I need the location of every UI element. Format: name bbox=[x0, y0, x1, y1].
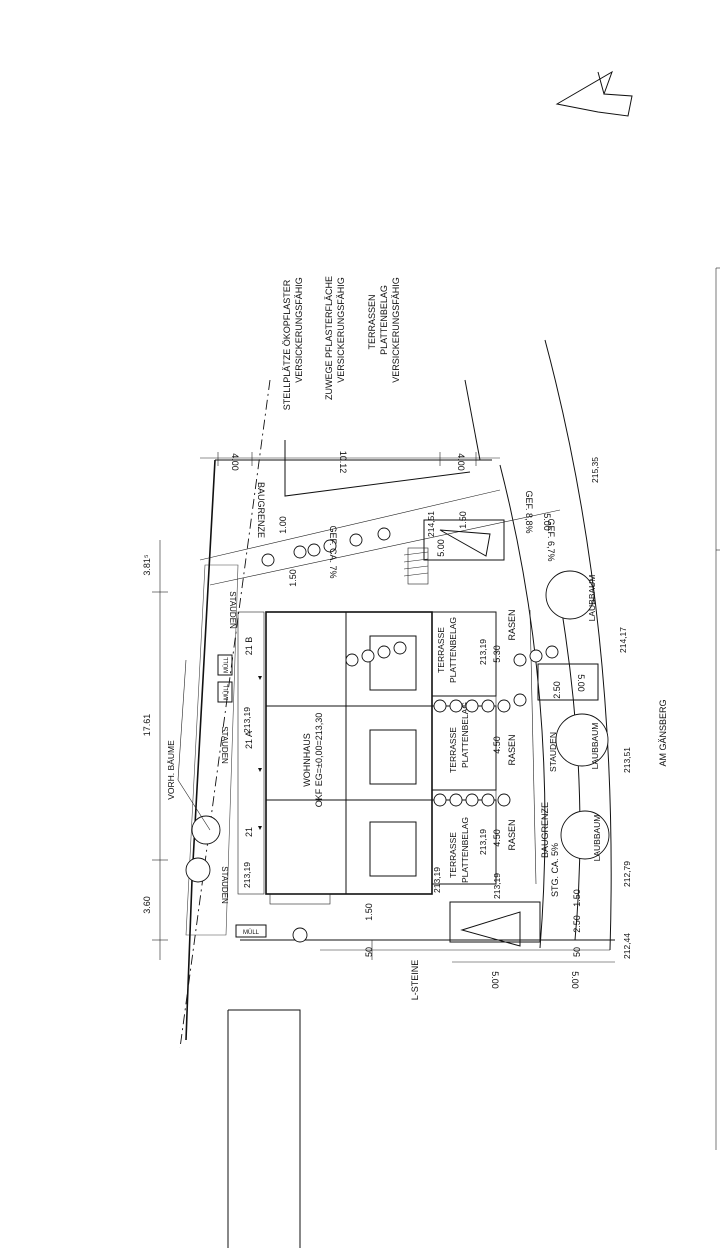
hedge-row-top bbox=[261, 527, 391, 943]
dimension-left: 3.81⁵ 17.61 3.60 bbox=[142, 540, 168, 960]
terrasse-label-2: TERRASSE bbox=[448, 727, 458, 773]
gef-slope2-label: GEF. 6,7% bbox=[546, 518, 556, 561]
level-215-35: 215,35 bbox=[590, 457, 600, 483]
terraces: TERRASSE PLATTENBELAG TERRASSE PLATTENBE… bbox=[431, 611, 497, 885]
baugrenze-top-label: BAUGRENZE bbox=[256, 482, 266, 538]
dim-5-00-a: 5.00 bbox=[436, 539, 446, 557]
dim-4-50-b: 4.50 bbox=[492, 829, 502, 847]
dim-10-12: 10.12 bbox=[338, 451, 348, 474]
stauden-label-1: STAUDEN bbox=[228, 591, 237, 629]
unit-21: 21 bbox=[244, 827, 254, 837]
dim-4-50-a: 4.50 bbox=[492, 736, 502, 754]
level-213-19-d: 213,19 bbox=[478, 829, 488, 855]
dimension-top: 4.00 10.12 4.00 bbox=[200, 451, 500, 474]
dim-1-50-b: 1.50 bbox=[458, 511, 468, 529]
building-level: OKF EG=±0,00=213,30 bbox=[314, 713, 324, 808]
gef-slope1-label: GEF. 8,8% bbox=[524, 490, 534, 533]
dim-2-50-a: 2.50 bbox=[552, 681, 562, 699]
dim-1-50-a: 1.50 bbox=[288, 569, 298, 587]
street-label: AM GÄNSBERG bbox=[658, 699, 668, 766]
laubbaum-label-1: LAUBBAUM bbox=[587, 575, 597, 622]
lawn-areas: RASEN RASEN RASEN bbox=[495, 609, 537, 885]
building-label: WOHNHAUS bbox=[302, 733, 312, 787]
dim-3-81: 3.81⁵ bbox=[142, 554, 152, 576]
interior-dimensions: 1.00 1.50 1.50 1.50 1.50 5.00 5.00 5.00 … bbox=[278, 511, 615, 989]
parcel-lines bbox=[179, 339, 615, 1248]
rasen-label-3: RASEN bbox=[507, 819, 517, 850]
dim-2-50-b: 2.50 bbox=[572, 915, 582, 933]
dim-4-00-right: 4.00 bbox=[456, 453, 466, 471]
muell-label-1: MÜLL bbox=[223, 656, 230, 673]
level-213-19-a: 213,19 bbox=[242, 707, 252, 733]
stauden-label-3: STAUDEN bbox=[220, 866, 229, 904]
legend-line-1: STELLPLÄTZE ÖKOPFLASTER bbox=[282, 279, 292, 410]
terrasse-label-3: TERRASSE bbox=[448, 832, 458, 878]
legend-line-3: ZUWEGE PFLASTERFLÄCHE bbox=[324, 276, 334, 400]
plattenbelag-label-2: PLATTENBELAG bbox=[460, 702, 470, 768]
laubbaum-label-3: LAUBBAUM bbox=[592, 815, 602, 862]
dim-3-60: 3.60 bbox=[142, 896, 152, 914]
planting-strip-left: MÜLL MÜLL MÜLL STAUDEN STAUDEN STAUDEN bbox=[185, 564, 267, 938]
dim-4-00-left: 4.00 bbox=[230, 453, 240, 471]
muell-label-3: MÜLL bbox=[243, 929, 260, 936]
parking-area bbox=[407, 519, 599, 947]
level-213-51: 213,51 bbox=[622, 747, 632, 773]
muell-label-2: MÜLL bbox=[223, 683, 230, 700]
hedge-rows-terraces bbox=[345, 641, 559, 807]
stg-label: STG. CA. 5% bbox=[550, 843, 560, 897]
north-arrow-icon bbox=[555, 70, 633, 117]
plattenbelag-label-1: PLATTENBELAG bbox=[448, 617, 458, 683]
vorh-baeume-label: VORH. BÄUME bbox=[166, 740, 176, 800]
height-levels: 213,19 213,19 213,19 213,19 213,19 213,1… bbox=[242, 457, 632, 959]
l-steine-label: L-STEINE bbox=[410, 960, 420, 1001]
level-213-19-c: 213,19 bbox=[478, 639, 488, 665]
rasen-label-1: RASEN bbox=[507, 609, 517, 640]
rasen-label-2: RASEN bbox=[507, 734, 517, 765]
legend-line-2: VERSICKERUNGSFÄHIG bbox=[294, 277, 304, 383]
gef-top-label: GEF. CA. 7% bbox=[328, 525, 338, 578]
dim-1-00: 1.00 bbox=[278, 516, 288, 534]
existing-trees: VORH. BÄUME bbox=[166, 659, 221, 883]
dim-5-00-d: 5.00 bbox=[490, 971, 500, 989]
baugrenze-bottom-label: BAUGRENZE bbox=[540, 802, 550, 858]
building-footprint: WOHNHAUS OKF EG=±0,00=213,30 21 B 21 A 2… bbox=[244, 611, 433, 895]
level-214-17: 214,17 bbox=[618, 627, 628, 653]
legend-line-4: VERSICKERUNGSFÄHIG bbox=[336, 277, 346, 383]
level-213-19-e: 213,19 bbox=[492, 873, 502, 899]
dim-5-00-e: 5.00 bbox=[570, 971, 580, 989]
steps bbox=[403, 551, 429, 577]
dim-5-30: 5.30 bbox=[492, 645, 502, 663]
dim-1-50-d: 1.50 bbox=[572, 889, 582, 907]
stauden-label-4: STAUDEN bbox=[548, 732, 558, 772]
dim-50-a: 50 bbox=[364, 947, 374, 957]
dim-17-61: 17.61 bbox=[142, 714, 152, 737]
stauden-label-2: STAUDEN bbox=[220, 726, 229, 764]
legend-line-6: PLATTENBELAG bbox=[379, 285, 389, 355]
entrance-paths bbox=[237, 611, 331, 905]
legend-line-5: TERRASSEN bbox=[367, 294, 377, 349]
level-214-51: 214,51 bbox=[426, 511, 436, 537]
plattenbelag-label-3: PLATTENBELAG bbox=[460, 817, 470, 883]
dim-5-00-b: 5.00 bbox=[542, 513, 552, 531]
legend: STELLPLÄTZE ÖKOPFLASTER VERSICKERUNGSFÄH… bbox=[282, 276, 401, 410]
dim-50-b: 50 bbox=[572, 947, 582, 957]
terrasse-label-1: TERRASSE bbox=[436, 627, 446, 673]
legend-line-7: VERSICKERUNGSFÄHIG bbox=[391, 277, 401, 383]
unit-21a: 21 A bbox=[244, 731, 254, 749]
deciduous-trees: LAUBBAUM LAUBBAUM LAUBBAUM STAUDEN bbox=[545, 570, 610, 862]
laubbaum-label-2: LAUBBAUM bbox=[590, 723, 600, 770]
level-212-79: 212,79 bbox=[622, 861, 632, 887]
dim-5-00-c: 5.00 bbox=[576, 674, 586, 692]
dim-1-50-c: 1.50 bbox=[364, 903, 374, 921]
level-213-19-b: 213,19 bbox=[242, 862, 252, 888]
level-213-19-f: 213,19 bbox=[432, 867, 442, 893]
unit-21b: 21 B bbox=[244, 637, 254, 656]
level-212-44: 212,44 bbox=[622, 933, 632, 959]
